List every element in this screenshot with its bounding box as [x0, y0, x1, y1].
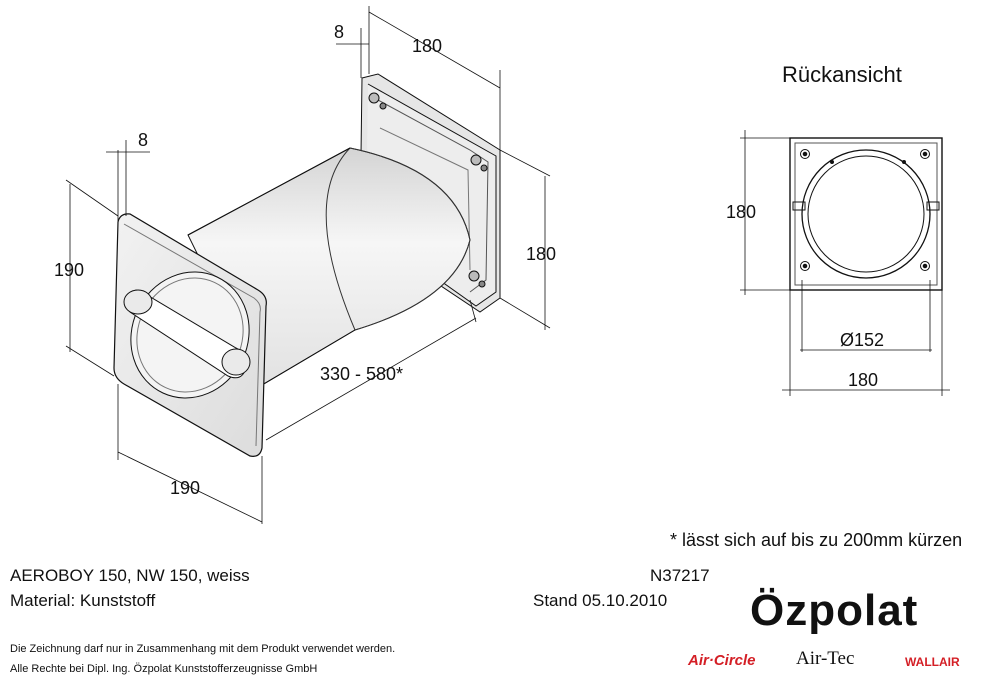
company-logo: Özpolat	[750, 586, 919, 635]
logo-aircircle: Air·Circle	[688, 652, 756, 669]
front-knob	[123, 271, 251, 399]
product-name: AEROBOY 150, NW 150, weiss	[10, 566, 250, 585]
dim-front-width: 190	[170, 478, 200, 498]
dim-front-width-lines	[117, 384, 263, 524]
rear-view-title: Rückansicht	[782, 62, 902, 87]
dim-left-thickness-lines	[106, 140, 150, 222]
dim-front-height: 190	[54, 260, 84, 280]
revision-date: Stand 05.10.2010	[533, 591, 668, 610]
rear-plate-outer	[789, 137, 943, 291]
rear-screw-holes	[800, 149, 930, 271]
dim-left-thickness: 8	[138, 130, 148, 150]
dim-back-width: 180	[412, 36, 442, 56]
legal-line-1: Die Zeichnung darf nur in Zusammenhang m…	[10, 643, 396, 655]
dim-length: 330 - 580*	[320, 364, 403, 384]
footnote: * lässt sich auf bis zu 200mm kürzen	[670, 530, 963, 550]
article-number: N37217	[650, 566, 710, 585]
dim-back-height: 180	[526, 244, 556, 264]
dim-top-thickness-lines	[336, 6, 370, 78]
rear-plate-inner	[794, 142, 938, 286]
rear-opening-inner	[807, 155, 925, 273]
dim-front-height-lines	[65, 179, 119, 377]
isometric-view: 8 180 8 190 180 330 - 580* 190	[54, 6, 556, 524]
rear-dim-height: 180	[726, 202, 756, 222]
dim-back-height-lines	[499, 149, 551, 330]
dim-top-thickness: 8	[334, 22, 344, 42]
logo-wallair: WALLAIR	[905, 655, 960, 669]
rear-dim-width: 180	[848, 370, 878, 390]
product-material: Material: Kunststoff	[10, 591, 156, 610]
rear-opening-outer	[801, 149, 931, 279]
dim-back-width-lines	[368, 11, 501, 150]
rear-view: Rückansicht 180	[726, 62, 950, 396]
rear-dim-diameter: Ø152	[840, 330, 884, 350]
rear-dim-lines	[740, 130, 950, 396]
dim-length-lines	[265, 299, 477, 441]
logo-airtec: Air-Tec	[796, 648, 855, 669]
legal-line-2: Alle Rechte bei Dipl. Ing. Özpolat Kunst…	[10, 663, 318, 675]
